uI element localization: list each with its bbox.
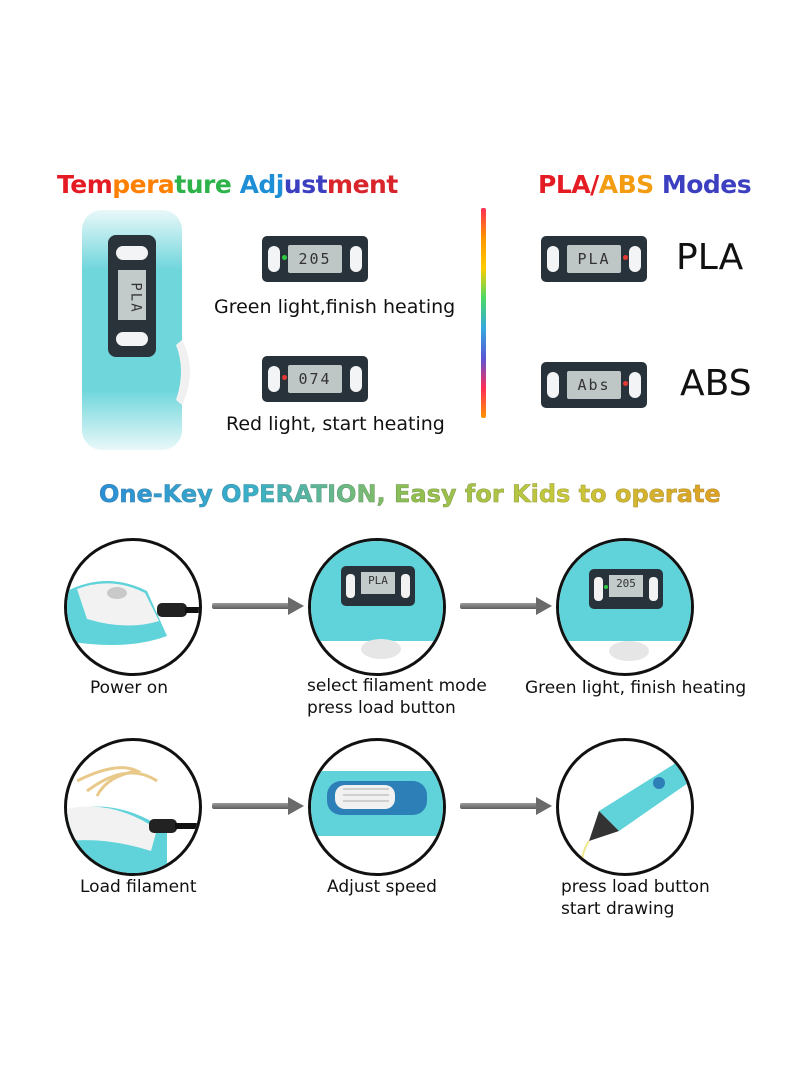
display-screen: PLA <box>567 245 621 273</box>
step-caption-line: press load button <box>561 877 710 897</box>
display-button-left <box>268 246 280 272</box>
pen-lcd-text: PLA <box>127 282 144 314</box>
red-light-caption: Red light, start heating <box>226 413 445 435</box>
step-caption-line: select filament mode <box>307 676 487 696</box>
display-button-right <box>629 246 641 272</box>
rainbow-divider <box>481 208 486 418</box>
abs-mode-display: Abs <box>541 362 647 408</box>
pen-closeup-image <box>78 210 198 450</box>
step-caption-load-filament: Load filament <box>80 877 197 897</box>
select-mode-image: PLA <box>308 538 446 676</box>
finish-heating-image: 205 <box>556 538 694 676</box>
power-on-image <box>64 538 202 676</box>
temperature-title-part: ment <box>327 170 398 199</box>
display-screen: Abs <box>567 371 621 399</box>
start-drawing-image <box>556 738 694 876</box>
step-caption-power-on: Power on <box>90 678 168 698</box>
temperature-title-part: pera <box>112 170 175 199</box>
step-caption-finish-heating: Green light, finish heating <box>525 678 747 698</box>
temperature-title-part: Adj <box>231 170 285 199</box>
modes-title-part: PLA/ <box>538 170 599 199</box>
step-display-text: PLA <box>368 574 388 587</box>
temperature-title-part: Tem <box>57 170 113 199</box>
display-button-right <box>350 246 362 272</box>
pla-label: PLA <box>676 237 744 278</box>
step-caption-start-drawing: press load button start drawing <box>561 876 710 920</box>
red-led-icon <box>623 381 628 386</box>
temperature-title-part: ture <box>174 170 232 199</box>
modes-title-part: ABS <box>598 170 654 199</box>
display-button-left <box>547 372 559 398</box>
green-light-caption: Green light,finish heating <box>214 296 456 318</box>
operation-title: One-Key OPERATION, Easy for Kids to oper… <box>99 480 721 509</box>
red-led-icon <box>623 255 628 260</box>
arrow-right-icon <box>212 797 304 815</box>
temperature-title: Temperature Adjustment <box>57 170 398 199</box>
display-button-left <box>268 366 280 392</box>
arrow-right-icon <box>212 597 304 615</box>
modes-title: PLA/ABS Modes <box>538 170 752 199</box>
red-light-display: 074 <box>262 356 368 402</box>
display-screen: 074 <box>288 365 342 393</box>
green-light-display: 205 <box>262 236 368 282</box>
display-button-left <box>547 246 559 272</box>
display-button-right <box>629 372 641 398</box>
modes-title-part: Modes <box>653 170 752 199</box>
display-screen: 205 <box>288 245 342 273</box>
step-caption-line: press load button <box>307 698 456 718</box>
step-caption-adjust-speed: Adjust speed <box>327 877 437 897</box>
arrow-right-icon <box>460 797 552 815</box>
load-filament-image <box>64 738 202 876</box>
step-caption-line: start drawing <box>561 899 675 919</box>
step-display-text: 205 <box>616 577 636 590</box>
green-led-icon <box>282 255 287 260</box>
temperature-title-part: ust <box>283 170 328 199</box>
display-button-right <box>350 366 362 392</box>
red-led-icon <box>282 375 287 380</box>
arrow-right-icon <box>460 597 552 615</box>
step-caption-select-mode: select filament mode press load button <box>307 675 487 719</box>
adjust-speed-image <box>308 738 446 876</box>
abs-label: ABS <box>680 363 752 404</box>
pla-mode-display: PLA <box>541 236 647 282</box>
